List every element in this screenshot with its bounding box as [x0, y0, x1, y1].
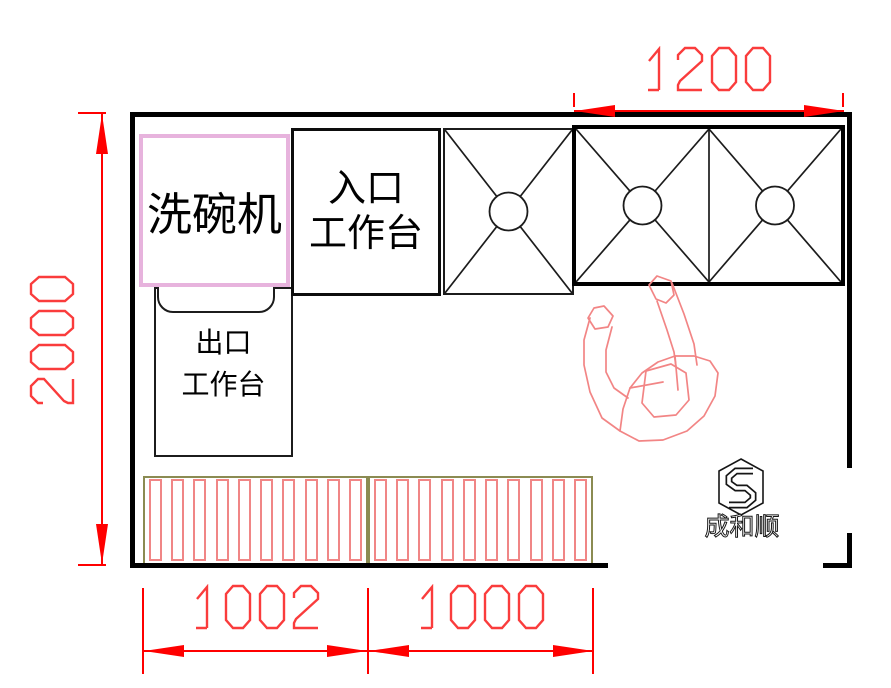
- inlet-worktable-label: 入口 工作台: [308, 168, 423, 255]
- wall-right-lower: [847, 533, 852, 568]
- dim-top-ext-tick-right: [842, 93, 844, 107]
- person-figure: [583, 275, 719, 442]
- dim-1000-arrow-left: [369, 645, 409, 657]
- dim-bottom-ext-mid: [367, 588, 369, 674]
- rack-slot: [396, 479, 410, 561]
- dim-bottom-line: [143, 650, 593, 652]
- rack-slot: [551, 479, 565, 561]
- dim-top-arrow-right: [804, 105, 844, 117]
- rack-slot: [507, 479, 521, 561]
- dish-rack: [143, 476, 593, 563]
- dishwasher-label: 洗碗机: [146, 190, 282, 240]
- rack-slot: [462, 479, 476, 561]
- rack-slot: [215, 479, 229, 561]
- dim-top-ext-tick-left: [573, 93, 575, 107]
- dim-top-value: [642, 46, 772, 92]
- dim-left-arrow-up: [96, 114, 108, 154]
- rack-slot: [149, 479, 162, 561]
- rack-slot: [237, 479, 251, 561]
- rack-slot: [529, 479, 543, 561]
- rack-slot: [574, 479, 587, 561]
- dim-1002-arrow-left: [144, 645, 184, 657]
- dim-1000-arrow-right: [553, 645, 593, 657]
- wall-bottom-right-stub: [823, 563, 852, 568]
- dishwasher-box: 洗碗机: [139, 134, 290, 287]
- double-sink-graphic: [576, 129, 841, 282]
- dim-top-arrow-left: [575, 105, 615, 117]
- sink-unit-single: [443, 128, 574, 295]
- sink-unit-double: [572, 125, 845, 286]
- rack-slot: [304, 479, 318, 561]
- rack-slot: [260, 479, 274, 561]
- dim-1002-arrow-right: [327, 645, 367, 657]
- dim-left-value: [29, 275, 75, 405]
- dim-left-arrow-down: [96, 524, 108, 564]
- wall-bottom: [130, 563, 608, 568]
- svg-text:成和顺: 成和顺: [704, 513, 779, 541]
- rack-divider: [366, 478, 370, 563]
- rack-slot: [485, 479, 499, 561]
- outlet-worktable-label: 出口 工作台: [181, 328, 266, 401]
- wall-left: [130, 112, 135, 567]
- brand-name: 成和顺: [704, 513, 780, 542]
- sink-bowl-graphic: [445, 130, 572, 293]
- rack-slot: [418, 479, 432, 561]
- rack-slot: [193, 479, 207, 561]
- dim-bottom-ext-right: [592, 588, 594, 674]
- rack-section-left: [145, 478, 366, 563]
- dim-top-line: [574, 110, 844, 112]
- wall-top: [130, 112, 852, 117]
- rack-slot: [440, 479, 454, 561]
- rack-slot: [171, 479, 185, 561]
- rack-slot: [374, 479, 387, 561]
- rack-section-right: [370, 478, 591, 563]
- rack-slot: [282, 479, 296, 561]
- rack-slot: [326, 479, 340, 561]
- dim-bottom-left-value: [190, 584, 320, 630]
- dim-left-ext-tick-top: [78, 112, 106, 114]
- dim-bottom-right-value: [415, 584, 545, 630]
- dim-left-ext-tick-bottom: [78, 564, 106, 566]
- dim-bottom-ext-left: [142, 588, 144, 674]
- dim-left-line: [101, 112, 103, 566]
- inlet-worktable: 入口 工作台: [291, 128, 441, 296]
- rack-slot: [349, 479, 362, 561]
- wall-right-upper: [847, 112, 852, 468]
- outlet-worktable: 出口 工作台: [154, 287, 293, 457]
- brand-monogram-icon: [718, 458, 764, 516]
